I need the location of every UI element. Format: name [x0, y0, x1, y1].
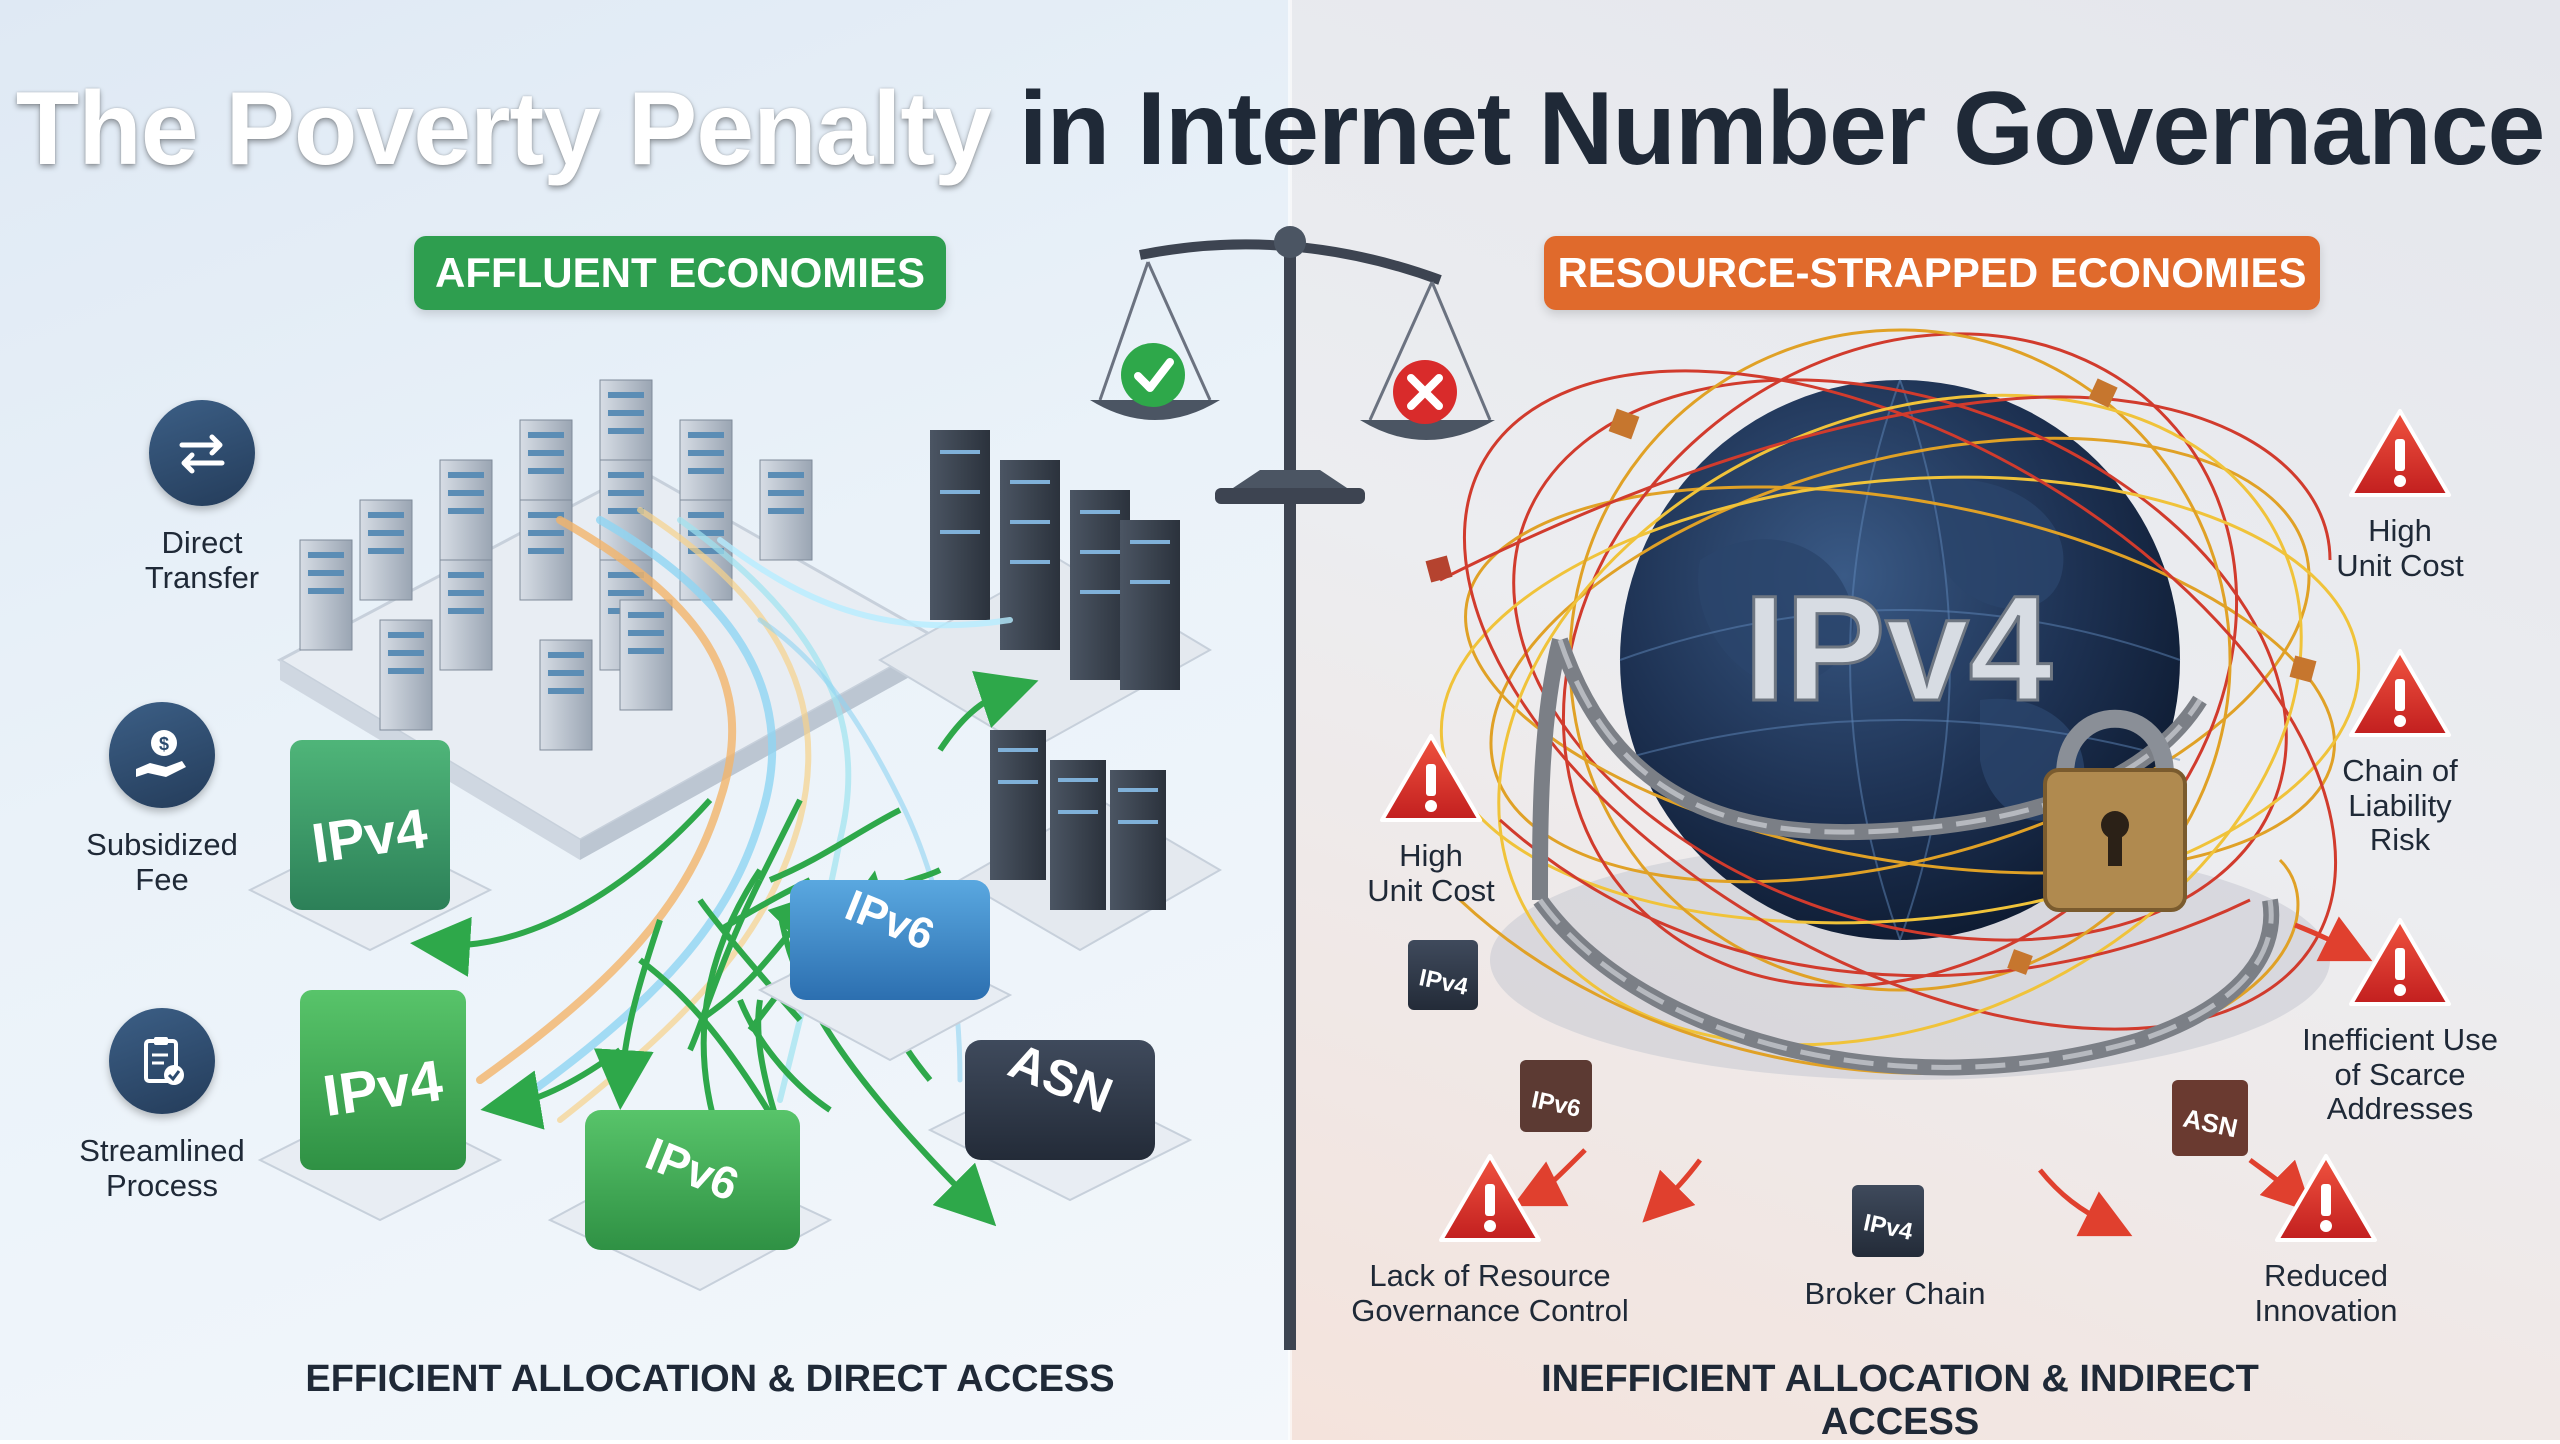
- benefit-direct-transfer: Direct Transfer: [82, 400, 322, 595]
- risk-label: Inefficient Use of Scarce Addresses: [2302, 1022, 2498, 1127]
- risk-arrows: [1512, 916, 2373, 1237]
- warning-icon: [2349, 649, 2451, 737]
- padlock-icon: [2043, 709, 2187, 912]
- balance-scale: [1090, 226, 1495, 1350]
- strapped-blocks: [1408, 940, 2248, 1257]
- risk-label: Lack of Resource Governance Control: [1351, 1258, 1629, 1328]
- warning-icon: [2349, 918, 2451, 1006]
- risk-label: High Unit Cost: [1367, 838, 1495, 908]
- transfer-icon: [149, 400, 255, 506]
- risk-reduced-innovation: Reduced Innovation: [2216, 1150, 2436, 1328]
- strapped-footer: INEFFICIENT ALLOCATION & INDIRECT ACCESS: [1541, 1358, 2259, 1443]
- globe-label: IPv4: [1744, 564, 2053, 732]
- svg-text:$: $: [159, 734, 169, 754]
- benefit-label: Subsidized Fee: [86, 827, 238, 897]
- risk-label: Reduced Innovation: [2254, 1258, 2398, 1328]
- warning-icon: [2275, 1154, 2377, 1242]
- benefit-label: Streamlined Process: [79, 1133, 245, 1203]
- risk-high-unit-cost-top: High Unit Cost: [2290, 405, 2510, 583]
- benefit-streamlined-process: Streamlined Process: [42, 1008, 282, 1203]
- risk-inefficient-use: Inefficient Use of Scarce Addresses: [2270, 914, 2530, 1127]
- ipv6-block-a: [757, 880, 1013, 1062]
- strapped-header: RESOURCE-STRAPPED ECONOMIES: [1544, 236, 2320, 310]
- floating-cubes: [1425, 378, 2317, 975]
- clipboard-icon: [109, 1008, 215, 1114]
- benefit-subsidized-fee: $ Subsidized Fee: [42, 702, 282, 897]
- warning-icon: [2349, 409, 2451, 497]
- server-racks-light: [299, 379, 813, 751]
- warning-icon: [1439, 1154, 1541, 1242]
- risk-high-unit-cost-left: High Unit Cost: [1326, 730, 1536, 908]
- ipv4-block-a: [247, 740, 493, 952]
- risk-chain-of-liability: Chain of Liability Risk: [2290, 645, 2510, 858]
- allocation-arrows: [410, 671, 1039, 1227]
- affluent-footer: EFFICIENT ALLOCATION & DIRECT ACCESS: [305, 1358, 1115, 1400]
- title-rest: in Internet Number Governance: [990, 71, 2546, 187]
- broker-chain-label: Broker Chain: [1804, 1276, 1986, 1311]
- risk-label: Chain of Liability Risk: [2342, 753, 2458, 858]
- risk-lack-of-governance: Lack of Resource Governance Control: [1330, 1150, 1650, 1328]
- warning-icon: [1380, 734, 1482, 822]
- affluent-header: AFFLUENT ECONOMIES: [414, 236, 946, 310]
- cross-icon: [1393, 360, 1457, 424]
- ipv4-block-b: [257, 990, 503, 1222]
- title-highlight: The Poverty Penalty: [15, 71, 992, 187]
- benefit-label: Direct Transfer: [144, 525, 260, 595]
- risk-label: High Unit Cost: [2336, 513, 2464, 583]
- server-racks-dark: [878, 430, 1222, 952]
- ipv6-block-b: [547, 1110, 833, 1292]
- check-icon: [1121, 343, 1185, 407]
- subsidy-icon: $: [109, 702, 215, 808]
- asn-block: [927, 1040, 1193, 1202]
- page-title: The Poverty Penalty in Internet Number G…: [0, 70, 2560, 189]
